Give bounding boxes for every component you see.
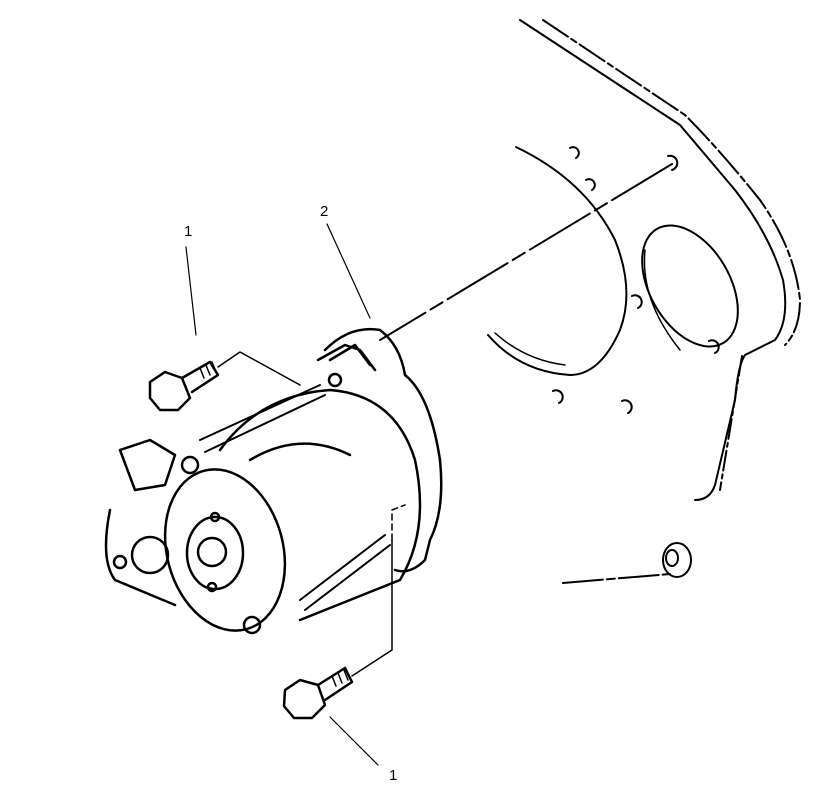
flywheel-housing-plate (487, 19, 801, 584)
callout-label-1-upper: 1 (184, 223, 193, 240)
callout-label-2: 2 (320, 203, 329, 220)
starter-motor (104, 327, 443, 635)
callout-leaders (185, 223, 379, 766)
bolt-upper (148, 351, 301, 412)
bolt-lower (282, 504, 406, 720)
alignment-centerline (379, 163, 673, 341)
callout-label-1-lower: 1 (389, 767, 398, 784)
